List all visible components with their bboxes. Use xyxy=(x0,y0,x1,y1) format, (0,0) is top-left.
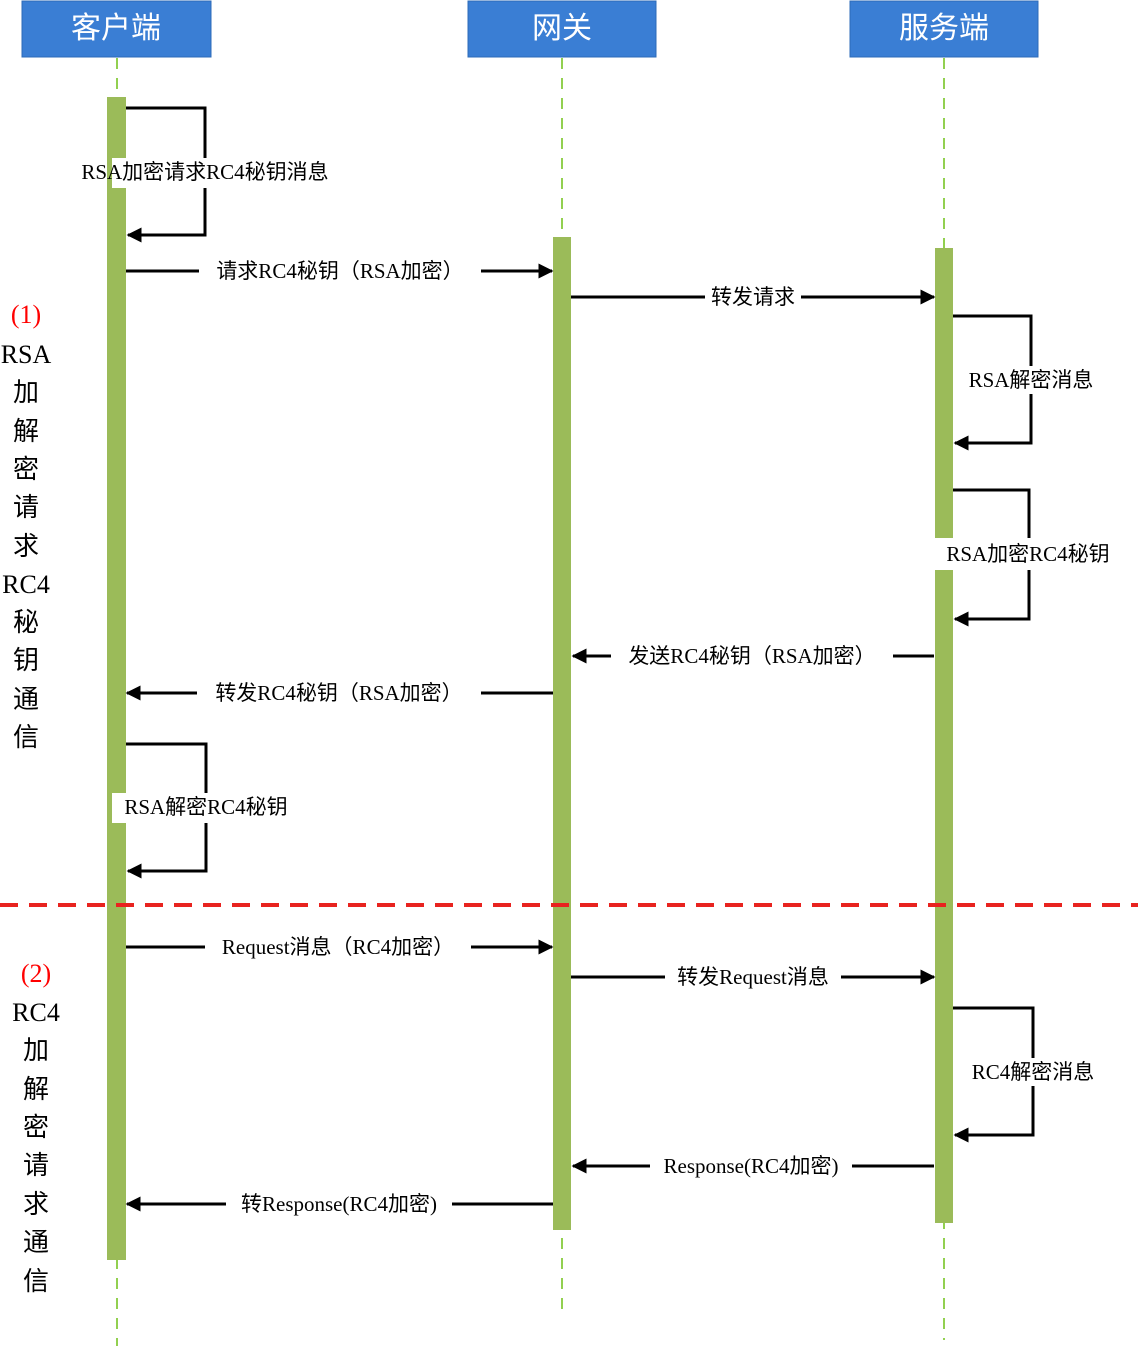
phase1-line: 加 xyxy=(13,378,39,407)
phase2-line: 加 xyxy=(23,1036,49,1065)
msg-client-request-msg: Request消息（RC4加密） xyxy=(126,934,554,960)
msg-gateway-forward-key-label: 转发RC4秘钥（RSA加密） xyxy=(215,681,462,705)
msg-server-rsa-decrypt-label: RSA解密消息 xyxy=(969,368,1094,392)
msg-server-rc4-decrypt: RC4解密消息 xyxy=(953,1006,1106,1143)
phase1-line: 钥 xyxy=(13,646,39,675)
phase1-label: (1) RSA 加 解 密 请 求 RC4 秘 钥 通 信 xyxy=(0,290,56,755)
participant-gateway: 网关 xyxy=(467,0,657,58)
phase2-line: 信 xyxy=(23,1267,49,1296)
phase1-line: 秘 xyxy=(13,608,39,637)
msg-client-rsa-decrypt-key-label: RSA解密RC4秘钥 xyxy=(124,795,287,819)
msg-server-response-label: Response(RC4加密) xyxy=(664,1154,839,1178)
msg-gateway-forward-request-msg: 转发Request消息 xyxy=(571,964,936,990)
phase2-line: 求 xyxy=(23,1190,49,1219)
msg-client-request-msg-label: Request消息（RC4加密） xyxy=(222,935,454,959)
participant-server-label: 服务端 xyxy=(899,11,989,46)
phase2-line: 密 xyxy=(23,1113,49,1142)
msg-server-rsa-encrypt-key: RSA加密RC4秘钥 xyxy=(935,488,1123,627)
phase1-line: 解 xyxy=(13,417,39,446)
phase1-line: 信 xyxy=(13,723,39,752)
msg-client-self-encrypt: RSA加密请求RC4秘钥消息 xyxy=(81,106,329,243)
participant-gateway-label: 网关 xyxy=(532,11,592,46)
phase1-line: RC4 xyxy=(2,570,50,599)
msg-server-send-key-label: 发送RC4秘钥（RSA加密） xyxy=(628,644,875,668)
phase2-line: 通 xyxy=(23,1228,49,1257)
phase1-line: 密 xyxy=(13,455,39,484)
phase1-line: 通 xyxy=(13,685,39,714)
server-activation xyxy=(935,248,953,1223)
phase2-line: 解 xyxy=(23,1075,49,1104)
msg-client-request-key-label: 请求RC4秘钥（RSA加密） xyxy=(216,259,463,283)
msg-gateway-forward-request-msg-label: 转发Request消息 xyxy=(677,965,829,989)
client-activation xyxy=(107,97,126,1260)
msg-gateway-forward-response: 转Response(RC4加密) xyxy=(125,1191,553,1217)
phase1-line: RSA xyxy=(1,340,52,369)
phase1-number: (1) xyxy=(11,300,41,329)
phase2-label: (2) RC4 加 解 密 请 求 通 信 xyxy=(6,950,66,1300)
msg-server-response: Response(RC4加密) xyxy=(571,1153,934,1179)
msg-gateway-forward-request-label: 转发请求 xyxy=(711,285,795,309)
phase1-line: 请 xyxy=(13,493,39,522)
phase1-line: 求 xyxy=(13,532,39,561)
msg-client-rsa-decrypt-key: RSA解密RC4秘钥 xyxy=(112,742,300,879)
msg-server-send-key: 发送RC4秘钥（RSA加密） xyxy=(571,643,934,669)
participant-client: 客户端 xyxy=(21,0,212,58)
phase2-number: (2) xyxy=(21,959,51,988)
msg-client-self-encrypt-label: RSA加密请求RC4秘钥消息 xyxy=(81,160,328,184)
msg-gateway-forward-request: 转发请求 xyxy=(571,284,936,310)
msg-client-request-key: 请求RC4秘钥（RSA加密） xyxy=(126,258,554,284)
phase2-line: 请 xyxy=(23,1151,49,1180)
msg-gateway-forward-key: 转发RC4秘钥（RSA加密） xyxy=(125,680,553,706)
participant-client-label: 客户端 xyxy=(71,11,161,46)
msg-gateway-forward-response-label: 转Response(RC4加密) xyxy=(241,1192,437,1216)
participant-server: 服务端 xyxy=(849,0,1039,58)
msg-server-rsa-decrypt: RSA解密消息 xyxy=(953,314,1105,451)
msg-server-rsa-encrypt-key-label: RSA加密RC4秘钥 xyxy=(946,542,1109,566)
phase2-line: RC4 xyxy=(12,998,60,1027)
msg-server-rc4-decrypt-label: RC4解密消息 xyxy=(972,1060,1095,1084)
gateway-activation xyxy=(553,237,571,1230)
